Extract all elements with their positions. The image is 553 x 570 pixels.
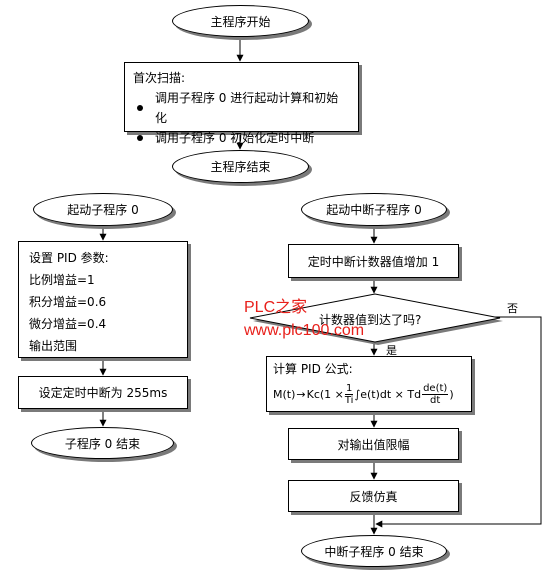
pid-params-title: 设置 PID 参数: <box>29 251 109 265</box>
bullet-icon <box>137 105 143 111</box>
formula-fraction-2: de(t) dt <box>422 383 449 406</box>
watermark-url: www.plc100.com <box>244 322 365 339</box>
pid-formula-title: 计算 PID 公式: <box>273 362 353 376</box>
formula-integral: ∫e(t)dt × Td <box>354 388 422 401</box>
first-scan-item-text: 调用子程序 0 初始化定时中断 <box>155 131 315 145</box>
yes-branch-label: 是 <box>386 344 397 357</box>
timer-setup-label: 设定定时中断为 255ms <box>38 386 168 400</box>
counter-increment-box: 定时中断计数器值增加 1 <box>288 244 459 278</box>
formula-close: ) <box>449 388 454 401</box>
interrupt-start-terminal: 起动中断子程序 0 <box>301 193 447 226</box>
output-limit-label: 对输出值限幅 <box>337 437 410 452</box>
counter-increment-label: 定时中断计数器值增加 1 <box>307 254 440 269</box>
feedback-sim-label: 反馈仿真 <box>349 489 398 504</box>
formula-fraction-2-denominator: dt <box>430 395 441 406</box>
pid-param-item: 比例增益=1 <box>29 273 95 287</box>
pid-param-item: 积分增益=0.6 <box>29 295 107 309</box>
feedback-sim-box: 反馈仿真 <box>288 480 459 512</box>
sub-start-label: 起动子程序 0 <box>67 203 139 217</box>
first-scan-item-text: 调用子程序 0 进行起动计算和初始化 <box>154 91 339 125</box>
pid-formula-box: 计算 PID 公式: M(t) → Kc(1 × 1 Ti ∫e(t)dt × … <box>266 356 472 412</box>
first-scan-box: 首次扫描: 调用子程序 0 进行起动计算和初始化 调用子程序 0 初始化定时中断 <box>124 62 359 145</box>
timer-setup-box: 设定定时中断为 255ms <box>18 376 188 409</box>
arrow-int-no-branch <box>375 316 542 528</box>
output-limit-box: 对输出值限幅 <box>288 428 459 460</box>
interrupt-end-terminal: 中断子程序 0 结束 <box>301 535 447 567</box>
formula-fraction-1-denominator: Ti <box>344 395 354 406</box>
formula-arrow: → <box>296 388 306 401</box>
formula-fraction-1-numerator: 1 <box>344 383 354 395</box>
main-end-terminal: 主程序结束 <box>172 150 309 183</box>
pid-formula: M(t) → Kc(1 × 1 Ti ∫e(t)dt × Td de(t) dt… <box>273 383 465 406</box>
first-scan-title: 首次扫描: <box>133 71 186 85</box>
interrupt-end-label: 中断子程序 0 结束 <box>324 544 424 559</box>
no-branch-label: 否 <box>507 302 518 315</box>
formula-fraction-2-numerator: de(t) <box>422 383 449 395</box>
first-scan-item: 调用子程序 0 进行起动计算和初始化 <box>133 88 350 128</box>
sub-start-terminal: 起动子程序 0 <box>33 193 173 226</box>
pid-param-item: 微分增益=0.4 <box>29 317 107 331</box>
formula-fraction-1: 1 Ti <box>345 383 354 406</box>
first-scan-item: 调用子程序 0 初始化定时中断 <box>133 128 350 148</box>
interrupt-start-label: 起动中断子程序 0 <box>326 203 422 217</box>
formula-lhs: M(t) <box>273 388 296 401</box>
pid-param-item: 输出范围 <box>29 339 78 353</box>
sub-end-label: 子程序 0 结束 <box>64 436 141 451</box>
watermark-brand: PLC之家 <box>244 299 308 316</box>
decision-diamond <box>249 293 501 343</box>
pid-params-box: 设置 PID 参数: 比例增益=1 积分增益=0.6 微分增益=0.4 输出范围 <box>18 241 188 358</box>
decision-label: 计数器值到达了吗? <box>319 313 422 327</box>
bullet-icon <box>137 135 143 141</box>
sub-end-terminal: 子程序 0 结束 <box>31 427 174 459</box>
formula-kc: Kc(1 × <box>306 388 344 401</box>
main-end-label: 主程序结束 <box>210 160 271 174</box>
main-start-label: 主程序开始 <box>210 14 271 29</box>
main-start-terminal: 主程序开始 <box>172 5 309 37</box>
